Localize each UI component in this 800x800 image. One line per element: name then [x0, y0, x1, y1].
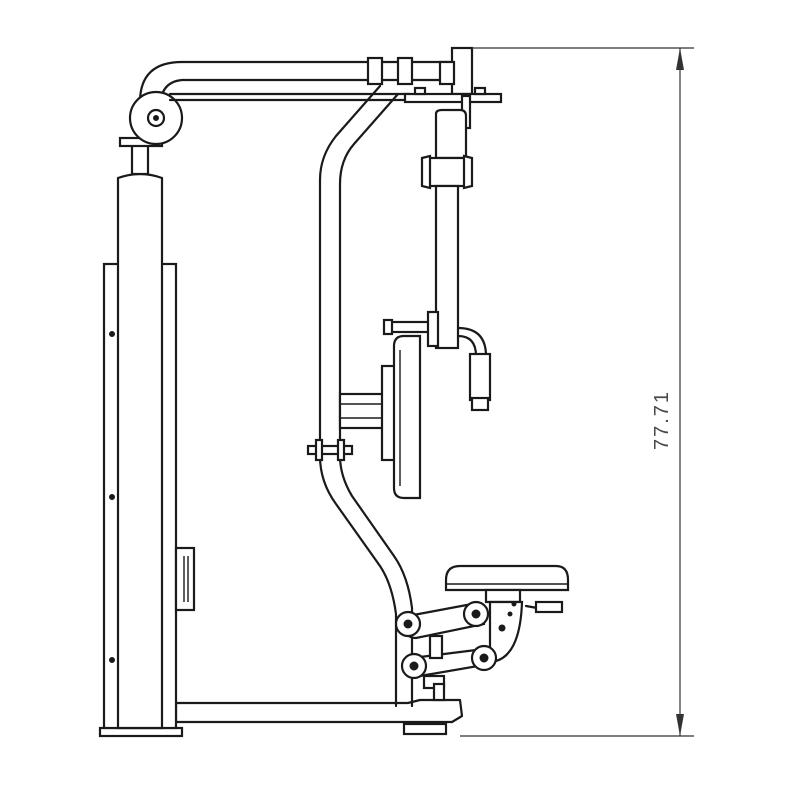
linkage-rollers [394, 600, 498, 702]
main-column [102, 172, 178, 730]
height-dimension [460, 47, 694, 737]
seat [444, 564, 570, 664]
selector-box [174, 546, 196, 612]
front-upright-post [306, 84, 414, 708]
back-pad [338, 334, 422, 500]
arm-assembly [382, 94, 492, 412]
top-pulley-assembly [118, 60, 452, 176]
top-mount-bracket [366, 46, 503, 104]
